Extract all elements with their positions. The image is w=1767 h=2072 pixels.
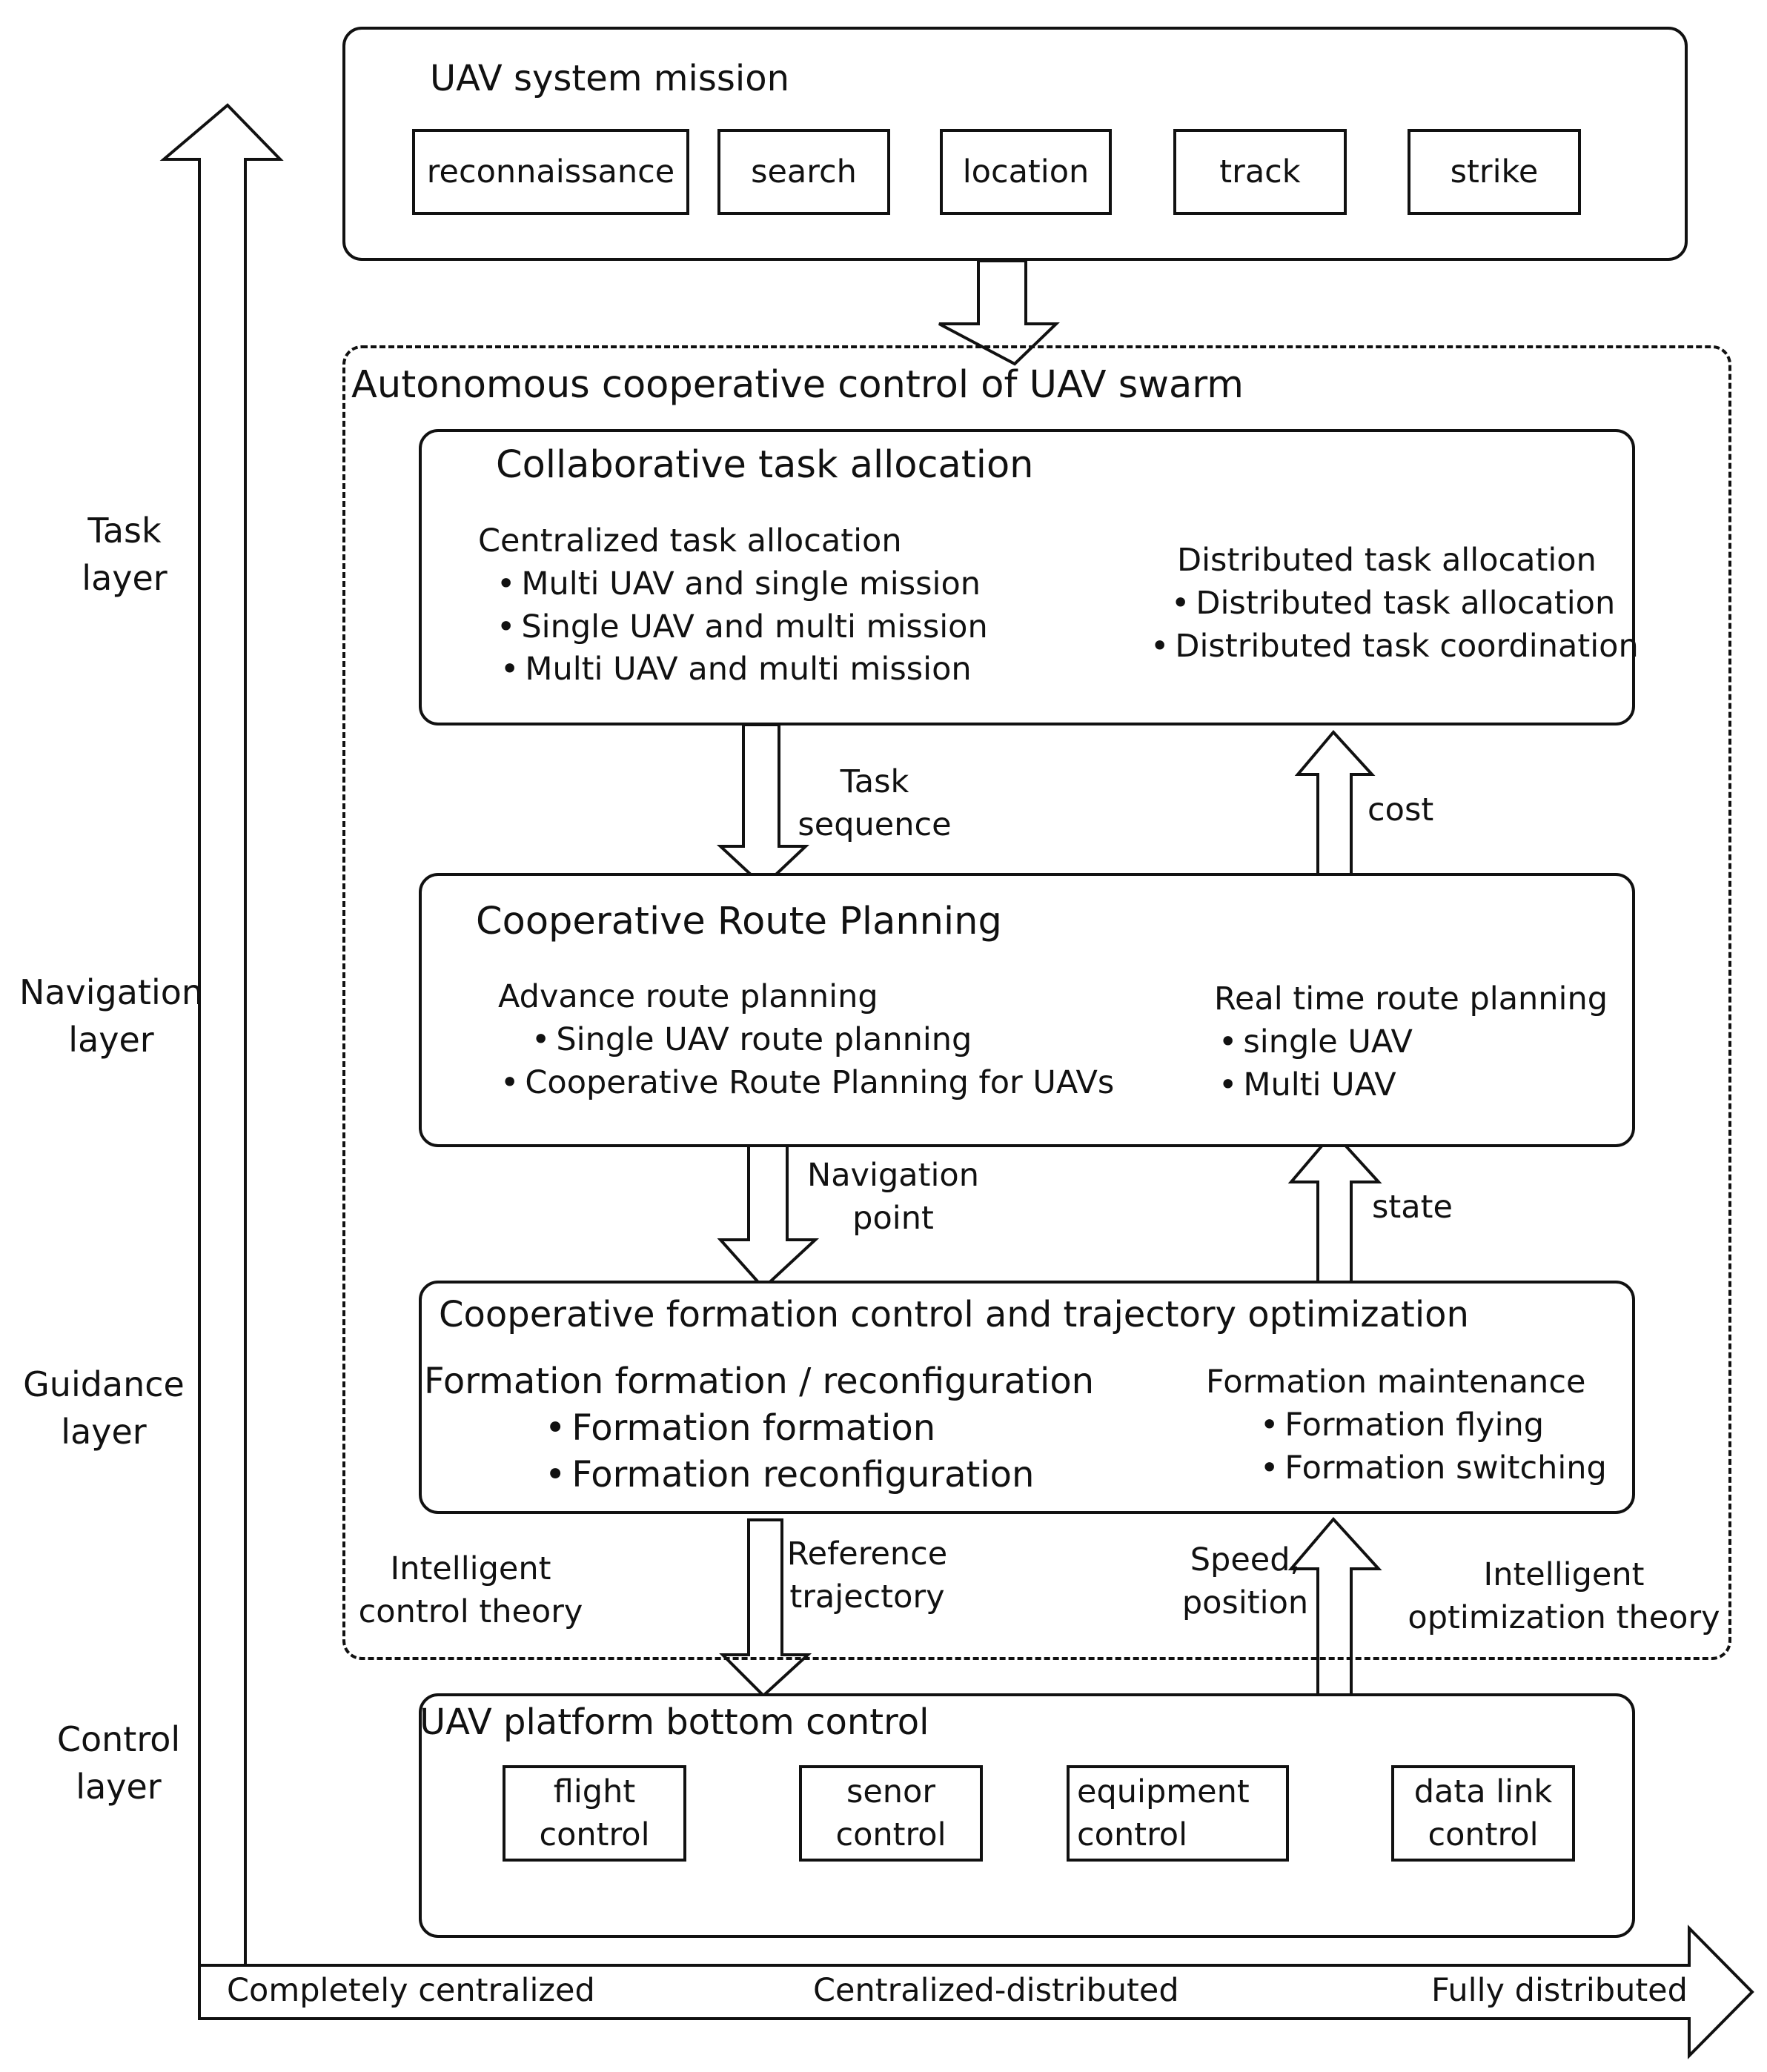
centralized-allocation-item: Multi UAV and single mission [497, 562, 981, 605]
formation-reconfig-item: Formation formation [545, 1406, 935, 1450]
task-layer-label: Task layer [13, 507, 236, 602]
platform-item-senor-control: senor control [799, 1765, 983, 1862]
task-sequence-line1: Task [840, 763, 909, 800]
platform-item-flight-control: flight control [503, 1765, 686, 1862]
centralized-allocation-item: Multi UAV and multi mission [500, 648, 971, 691]
reference-trajectory-label: Reference trajectory [786, 1533, 949, 1618]
optimization-theory-line1: Intelligent [1483, 1556, 1645, 1593]
senor-control-line1: senor [846, 1773, 936, 1810]
swarm-container [342, 345, 1731, 1660]
data-link-control-line1: data link [1413, 1773, 1553, 1810]
guidance-layer-line2: layer [61, 1412, 147, 1452]
guidance-layer-line1: Guidance [23, 1364, 185, 1404]
mission-title: UAV system mission [430, 58, 790, 99]
formation-reconfig-item: Formation reconfiguration [545, 1452, 1034, 1497]
control-theory-line2: control theory [358, 1593, 583, 1630]
task-layer-line1: Task [87, 511, 162, 551]
reference-trajectory-arrow [719, 1518, 812, 1698]
equipment-control-line1: equipment [1077, 1773, 1250, 1810]
equipment-control-line2: control [1077, 1816, 1188, 1853]
control-theory-line1: Intelligent [390, 1550, 551, 1587]
formation-reconfig-heading: Formation formation / reconfiguration [424, 1361, 1095, 1402]
speed-position-arrow [1287, 1516, 1382, 1697]
state-arrow [1287, 1129, 1382, 1289]
mission-item-location: location [940, 129, 1112, 215]
mission-down-arrow [938, 259, 1060, 366]
task-sequence-label: Task sequence [793, 760, 956, 846]
mission-item-search: search [717, 129, 890, 215]
horizontal-axis-arrow [198, 1925, 1754, 2059]
control-layer-line1: Control [56, 1719, 181, 1759]
data-link-control-line2: control [1428, 1816, 1539, 1853]
formation-maintenance-heading: Formation maintenance [1206, 1364, 1586, 1401]
centralized-allocation-heading: Centralized task allocation [478, 522, 902, 559]
advance-route-item: Single UAV route planning [531, 1018, 972, 1061]
axis-label-fully-distributed: Fully distributed [1431, 1972, 1688, 2009]
navigation-point-label: Navigation point [804, 1154, 982, 1240]
axis-label-centralized-distributed: Centralized-distributed [813, 1972, 1179, 2009]
task-sequence-arrow [716, 723, 810, 889]
formation-maintenance-item: Formation flying [1260, 1404, 1544, 1447]
intelligent-control-theory-note: Intelligent control theory [348, 1547, 593, 1633]
navigation-layer-label: Navigation layer [0, 969, 222, 1063]
navigation-point-line2: point [852, 1200, 934, 1237]
intelligent-optimization-theory-note: Intelligent optimization theory [1401, 1553, 1727, 1639]
guidance-layer-label: Guidance layer [0, 1361, 215, 1455]
reference-trajectory-line1: Reference [786, 1535, 948, 1573]
reference-trajectory-line2: trajectory [789, 1578, 945, 1616]
mission-item-track: track [1173, 129, 1347, 215]
advance-route-item: Cooperative Route Planning for UAVs [500, 1061, 1114, 1104]
task-allocation-title: Collaborative task allocation [496, 443, 1034, 487]
speed-position-line2: position [1181, 1584, 1309, 1621]
advance-route-heading: Advance route planning [498, 978, 878, 1015]
formation-title: Cooperative formation control and trajec… [439, 1294, 1469, 1335]
cost-label: cost [1367, 791, 1434, 829]
platform-title: UAV platform bottom control [420, 1701, 929, 1743]
speed-position-line1: Speed, [1190, 1541, 1301, 1578]
state-label: state [1372, 1189, 1453, 1226]
formation-maintenance-item: Formation switching [1260, 1447, 1606, 1490]
task-layer-line2: layer [82, 558, 168, 598]
senor-control-line2: control [835, 1816, 947, 1853]
navigation-point-arrow [717, 1129, 820, 1290]
flight-control-line1: flight [553, 1773, 636, 1810]
centralized-allocation-item: Single UAV and multi mission [497, 605, 987, 648]
navigation-layer-line1: Navigation [19, 972, 204, 1012]
task-sequence-line2: sequence [798, 806, 952, 843]
cost-arrow [1294, 729, 1376, 888]
navigation-point-line1: Navigation [807, 1157, 979, 1194]
realtime-route-item: Multi UAV [1219, 1063, 1396, 1106]
speed-position-label: Speed, position [1167, 1538, 1323, 1624]
axis-label-completely-centralized: Completely centralized [227, 1972, 595, 2009]
distributed-allocation-heading: Distributed task allocation [1177, 542, 1597, 579]
swarm-title: Autonomous cooperative control of UAV sw… [351, 363, 1244, 407]
realtime-route-item: single UAV [1219, 1020, 1413, 1063]
navigation-layer-line2: layer [68, 1020, 154, 1060]
control-layer-line2: layer [76, 1767, 162, 1807]
platform-item-equipment-control: equipment control [1067, 1765, 1289, 1862]
mission-item-reconnaissance: reconnaissance [412, 129, 689, 215]
distributed-allocation-item: Distributed task allocation [1171, 582, 1615, 625]
realtime-route-heading: Real time route planning [1214, 980, 1608, 1017]
mission-item-strike: strike [1408, 129, 1581, 215]
platform-item-data-link-control: data link control [1391, 1765, 1575, 1862]
control-layer-label: Control layer [7, 1716, 230, 1810]
flight-control-line2: control [539, 1816, 650, 1853]
route-planning-title: Cooperative Route Planning [476, 900, 1002, 943]
distributed-allocation-item: Distributed task coordination [1150, 625, 1638, 668]
vertical-axis-arrow-body [159, 103, 284, 1967]
optimization-theory-line2: optimization theory [1408, 1599, 1720, 1636]
